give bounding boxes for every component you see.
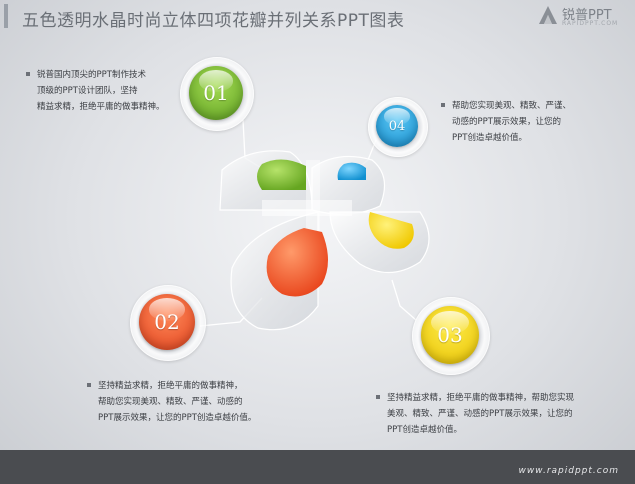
item-04-badge[interactable]: 04 bbox=[376, 105, 418, 147]
item-02-text: 坚持精益求精，拒绝平庸的做事精神， 帮助您实现美观、精致、严谨、动感的 PPT展… bbox=[87, 378, 256, 426]
item-03-badge[interactable]: 03 bbox=[421, 306, 479, 364]
footer-bar: www.rapidppt.com bbox=[0, 450, 635, 484]
bullet-icon bbox=[26, 71, 30, 76]
bullet-icon bbox=[441, 102, 445, 107]
connector-03 bbox=[391, 279, 417, 321]
item-03-text: 坚持精益求精，拒绝平庸的做事精神，帮助您实现 美观、精致、严谨、动感的PPT展示… bbox=[376, 390, 574, 438]
logo-text: 锐普PPT bbox=[562, 8, 612, 23]
item-03-number: 03 bbox=[437, 323, 463, 347]
item-01-badge[interactable]: 01 bbox=[189, 66, 243, 120]
title-bar: 五色透明水晶时尚立体四项花瓣并列关系PPT图表 锐普PPT RAPIDPPT.C… bbox=[0, 0, 635, 34]
petal-yellow bbox=[368, 212, 414, 249]
logo-subtext: RAPIDPPT.COM bbox=[562, 20, 619, 27]
item-02-number: 02 bbox=[154, 310, 180, 334]
item-02-badge[interactable]: 02 bbox=[139, 294, 195, 350]
item-01-number: 01 bbox=[203, 81, 229, 105]
footer-url[interactable]: www.rapidppt.com bbox=[518, 466, 619, 476]
item-04-text: 帮助您实现美观、精致、严谨、 动感的PPT展示效果，让您的 PPT创造卓越价值。 bbox=[441, 98, 571, 146]
bullet-icon bbox=[376, 394, 380, 399]
title-accent bbox=[4, 4, 8, 28]
page-title: 五色透明水晶时尚立体四项花瓣并列关系PPT图表 bbox=[22, 11, 405, 31]
logo-icon bbox=[539, 6, 557, 24]
item-01-text: 锐普国内顶尖的PPT制作技术 顶级的PPT设计团队，坚持 精益求精，拒绝平庸的做… bbox=[26, 67, 165, 115]
petal-green bbox=[257, 159, 306, 190]
bullet-icon bbox=[87, 382, 91, 387]
item-04-number: 04 bbox=[388, 118, 406, 134]
petal-blue bbox=[337, 162, 366, 180]
petal-orange bbox=[266, 228, 328, 297]
